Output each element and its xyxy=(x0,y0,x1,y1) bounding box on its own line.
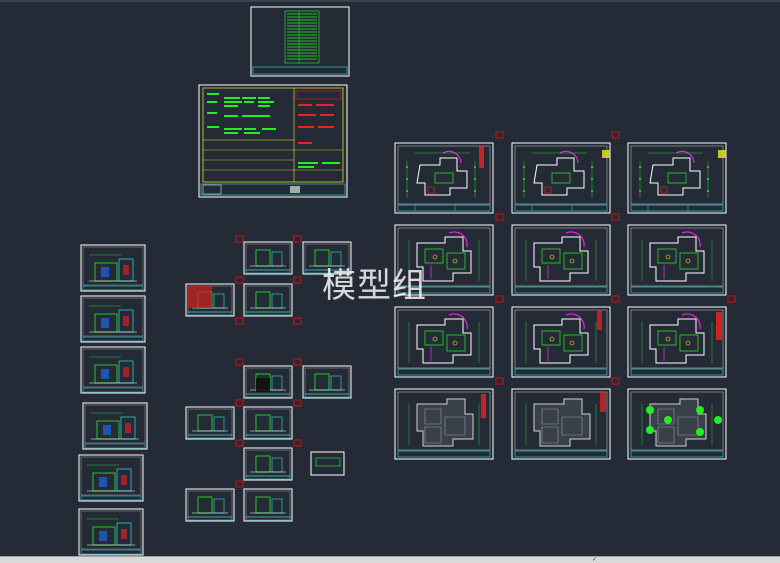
design-notes-sheet xyxy=(198,84,348,198)
drawing-index-sheet xyxy=(250,6,350,77)
floor-plan-grid xyxy=(394,142,727,460)
status-bar: ✓ xyxy=(0,556,780,563)
status-check-icon[interactable]: ✓ xyxy=(592,556,598,563)
middle-detail-sheets xyxy=(185,241,352,522)
left-column-elevation-sheets xyxy=(78,244,148,556)
watermark-text: 模型组 xyxy=(322,266,427,306)
top-toolbar-edge xyxy=(0,0,780,2)
